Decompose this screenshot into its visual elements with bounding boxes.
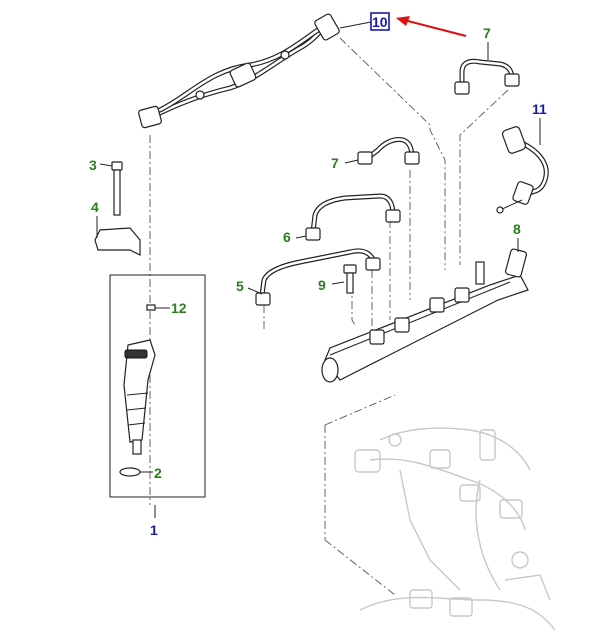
callout-6-label: 6 <box>283 229 291 245</box>
fuel-pipe-7-lower <box>357 137 420 165</box>
red-arrow-icon <box>403 19 467 37</box>
callout-12-label: 12 <box>171 300 187 316</box>
fuel-rail <box>321 248 529 383</box>
callout-7-upper-label: 7 <box>483 25 491 41</box>
injector-group-box <box>109 274 206 498</box>
callout-4-label: 4 <box>91 199 99 215</box>
callout-2-label: 2 <box>154 465 162 481</box>
assembly-lines <box>149 37 509 596</box>
fuel-pipe-7-upper <box>454 58 520 95</box>
fuel-pipe-5 <box>255 248 381 306</box>
callout-2: 2 <box>140 465 162 481</box>
callout-6: 6 <box>283 229 307 245</box>
callout-11-label: 11 <box>532 101 547 117</box>
callout-12: 12 <box>155 300 187 316</box>
callout-1: 1 <box>150 505 158 538</box>
callout-5-label: 5 <box>236 278 244 294</box>
callout-10-highlight-box <box>370 12 390 31</box>
callout-10-label: 10 <box>372 14 388 30</box>
callout-7-lower: 7 <box>331 155 359 171</box>
injector-clamp-bolt <box>111 161 123 216</box>
engine-harness-ghost <box>354 427 556 631</box>
callout-8-label: 8 <box>513 221 521 237</box>
callout-9-label: 9 <box>318 277 326 293</box>
callout-7-lower-label: 7 <box>331 155 339 171</box>
injector-harness <box>138 13 340 129</box>
callout-7-upper: 7 <box>483 25 491 60</box>
callout-10: 10 <box>339 12 467 37</box>
callout-9: 9 <box>318 277 345 293</box>
callout-5: 5 <box>236 278 263 295</box>
callout-3: 3 <box>89 157 113 173</box>
fuel-pipe-6 <box>305 193 401 241</box>
injector-sealing-washer <box>119 467 141 477</box>
rail-bolt <box>343 264 357 294</box>
callout-8: 8 <box>513 221 521 252</box>
injector-seal-small <box>146 304 156 311</box>
fuel-return-hose <box>496 126 549 214</box>
fuel-injector <box>123 339 156 455</box>
callout-1-label: 1 <box>150 522 158 538</box>
injector-clamp <box>94 227 141 256</box>
callout-11: 11 <box>532 101 547 145</box>
callout-4: 4 <box>91 199 99 238</box>
callout-3-label: 3 <box>89 157 97 173</box>
